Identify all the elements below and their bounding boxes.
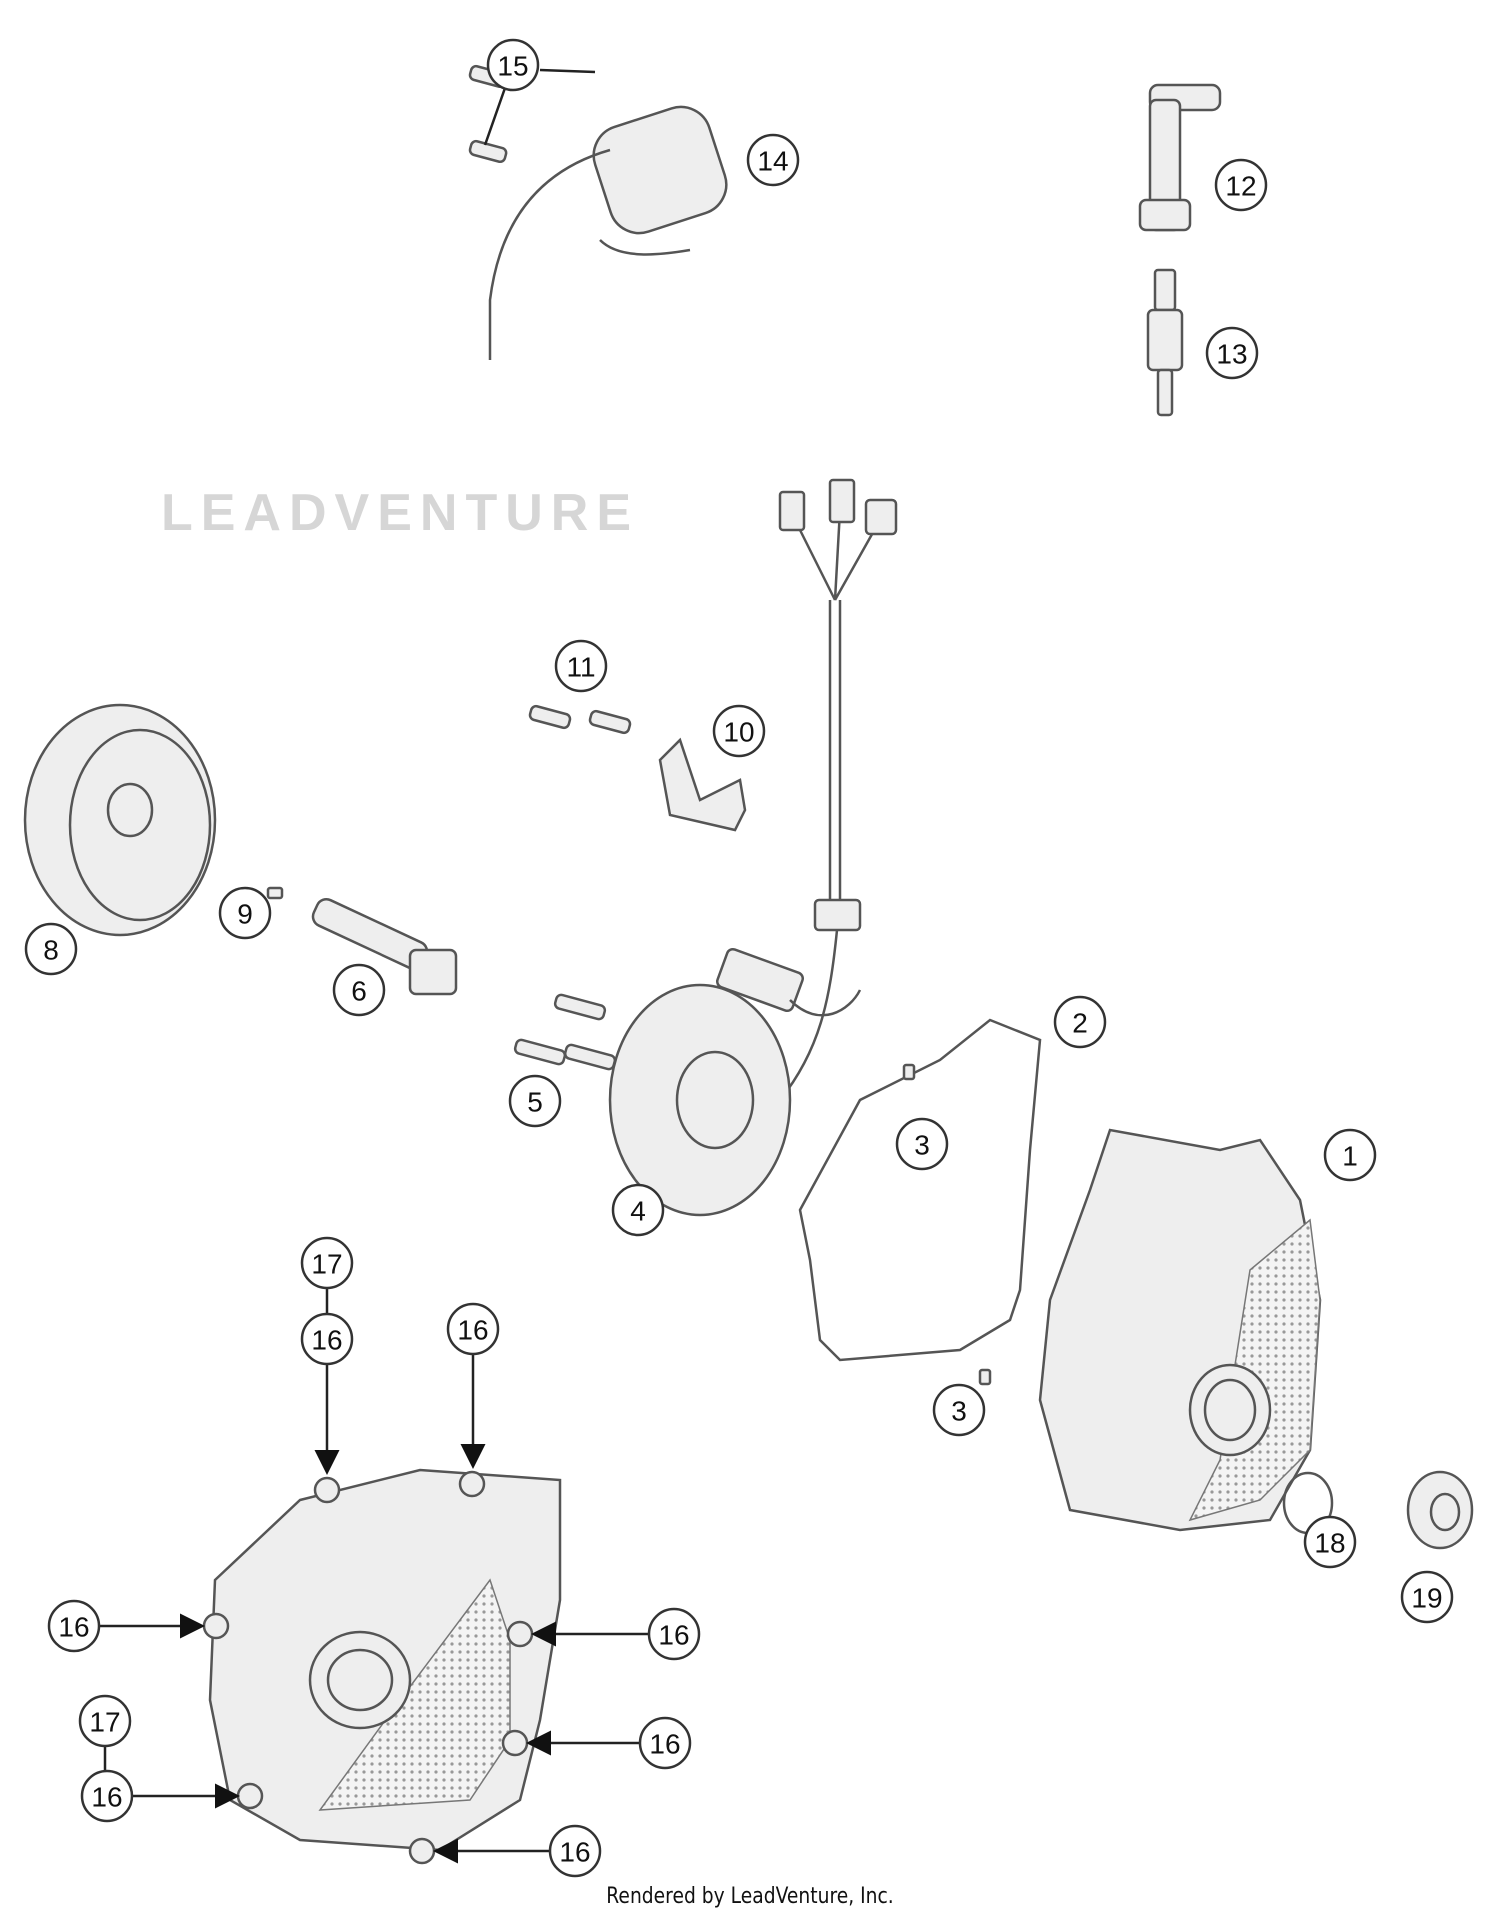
callout-label: 19 xyxy=(1411,1583,1442,1614)
callout-label: 3 xyxy=(951,1396,967,1427)
callouts: 15 14 12 13 11 10 9 8 6 2 5 3 4 1 17 16 16 3 18 19 16 16 17 16 1… xyxy=(24,38,1454,1878)
callout-17-washer: 17 xyxy=(300,1236,354,1290)
cover-back-drawing xyxy=(202,1468,562,1865)
ignition-coil-drawing xyxy=(468,64,728,360)
callout-9-woodruff-key: 9 xyxy=(218,886,272,940)
callout-label: 17 xyxy=(311,1249,342,1280)
callout-18-o-ring: 18 xyxy=(1303,1515,1357,1569)
callout-label: 16 xyxy=(58,1612,89,1643)
leader-lines xyxy=(99,68,649,1864)
callout-label: 16 xyxy=(559,1837,590,1868)
gasket-drawing xyxy=(798,1018,1042,1362)
cable-clamp-drawing xyxy=(528,704,747,832)
callout-label: 13 xyxy=(1216,339,1247,370)
ignition-cover-drawing xyxy=(1038,1128,1322,1532)
callout-label: 4 xyxy=(630,1196,646,1227)
callout-label: 9 xyxy=(237,899,253,930)
callout-16-cover-screw: 16 xyxy=(446,1302,500,1356)
callout-16-cover-screw: 16 xyxy=(647,1607,701,1661)
callout-10-cable-clamp: 10 xyxy=(712,704,766,758)
callout-4-stator: 4 xyxy=(611,1183,665,1237)
watermark: LEADVENTURE xyxy=(161,484,639,542)
callout-3-dowel: 3 xyxy=(932,1383,986,1437)
callout-label: 16 xyxy=(457,1315,488,1346)
dowel-drawing xyxy=(978,1368,992,1386)
dowel-drawing xyxy=(902,1063,916,1081)
footer-credit: Rendered by LeadVenture, Inc. xyxy=(606,1884,894,1909)
rotor-drawing xyxy=(23,703,284,937)
callout-label: 8 xyxy=(43,935,59,966)
callout-16-cover-screw: 16 xyxy=(638,1716,692,1770)
spark-plug-drawing xyxy=(1138,83,1222,417)
callout-13-spark-plug: 13 xyxy=(1205,326,1259,380)
callout-19-cover-plug: 19 xyxy=(1400,1570,1454,1624)
callout-label: 3 xyxy=(914,1130,930,1161)
callout-label: 6 xyxy=(351,976,367,1007)
callout-label: 11 xyxy=(566,652,595,683)
callout-label: 17 xyxy=(89,1707,120,1738)
rotor-bolt-drawing xyxy=(311,897,458,996)
callout-label: 10 xyxy=(723,717,754,748)
callout-6-rotor-bolt: 6 xyxy=(332,963,386,1017)
callout-14-ignition-coil: 14 xyxy=(746,133,800,187)
callout-16-cover-screw: 16 xyxy=(300,1312,354,1366)
callout-label: 12 xyxy=(1225,171,1256,202)
callout-label: 16 xyxy=(649,1729,680,1760)
callout-label: 16 xyxy=(658,1620,689,1651)
callout-17-washer: 17 xyxy=(78,1694,132,1748)
callout-12-spark-plug-connector: 12 xyxy=(1214,158,1268,212)
callout-5-screw: 5 xyxy=(508,1074,562,1128)
stator-drawing xyxy=(513,983,792,1217)
callout-label: 15 xyxy=(497,51,528,82)
callout-label: 1 xyxy=(1342,1141,1358,1172)
callout-11-screw: 11 xyxy=(554,639,608,693)
callout-8-rotor: 8 xyxy=(24,922,78,976)
callout-label: 18 xyxy=(1314,1528,1345,1559)
wiring-harness-drawing xyxy=(716,478,898,1101)
callout-label: 16 xyxy=(311,1325,342,1356)
callout-label: 5 xyxy=(527,1087,543,1118)
callout-1-ignition-cover: 1 xyxy=(1323,1128,1377,1182)
callout-16-cover-screw: 16 xyxy=(47,1599,101,1653)
cover-plug-drawing xyxy=(1406,1470,1474,1550)
callout-16-cover-screw: 16 xyxy=(80,1769,134,1823)
callout-3-dowel: 3 xyxy=(895,1117,949,1171)
callout-label: 14 xyxy=(757,146,788,177)
callout-16-cover-screw: 16 xyxy=(548,1824,602,1878)
callout-2-gasket: 2 xyxy=(1053,995,1107,1049)
callout-15-screw: 15 xyxy=(486,38,540,92)
callout-label: 16 xyxy=(91,1782,122,1813)
callout-label: 2 xyxy=(1072,1008,1088,1039)
